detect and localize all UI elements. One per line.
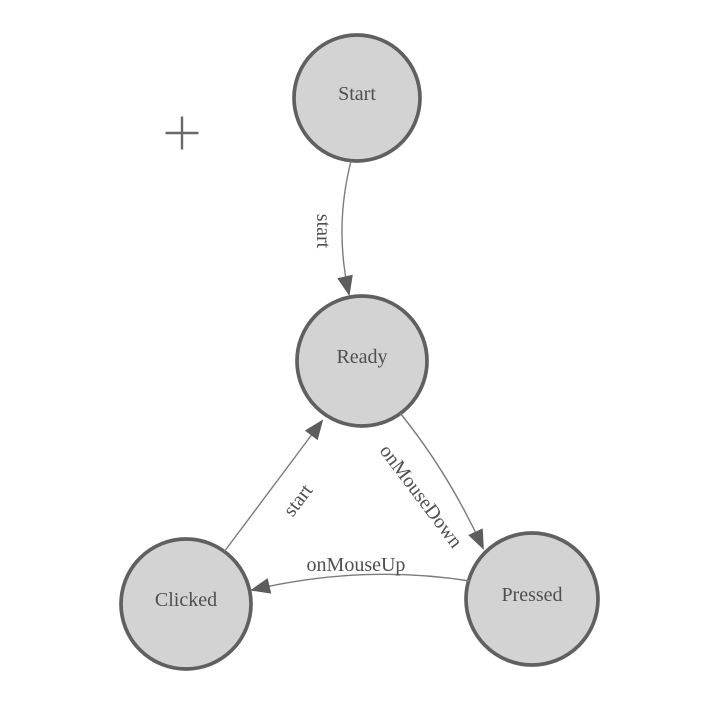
state-node-clicked[interactable]: Clicked xyxy=(119,537,253,671)
transition-start-to-ready: start xyxy=(312,160,353,296)
state-node-start[interactable]: Start xyxy=(292,33,422,163)
transition-clicked-to-ready: start xyxy=(223,419,324,553)
state-label: Start xyxy=(338,83,376,105)
crosshair-icon xyxy=(165,116,199,150)
transition-path[interactable] xyxy=(337,160,353,296)
transition-label: start xyxy=(279,480,318,521)
state-circle[interactable] xyxy=(464,531,600,667)
state-node-ready[interactable]: Ready xyxy=(295,294,429,428)
state-circle[interactable] xyxy=(119,537,253,671)
state-label: Clicked xyxy=(155,589,217,611)
state-circle[interactable] xyxy=(292,33,422,163)
state-node-pressed[interactable]: Pressed xyxy=(464,531,600,667)
state-label: Ready xyxy=(336,346,387,368)
transition-path[interactable] xyxy=(250,573,471,594)
transition-ready-to-pressed: onMouseDown xyxy=(375,412,484,553)
transition-path[interactable] xyxy=(399,412,484,550)
transition-pressed-to-clicked: onMouseUp xyxy=(250,554,471,594)
transition-label: start xyxy=(312,214,334,249)
transition-label: onMouseDown xyxy=(375,441,467,553)
transition-path[interactable] xyxy=(223,419,324,553)
transition-label: onMouseUp xyxy=(307,554,406,576)
state-circle[interactable] xyxy=(295,294,429,428)
state-label: Pressed xyxy=(501,584,562,606)
